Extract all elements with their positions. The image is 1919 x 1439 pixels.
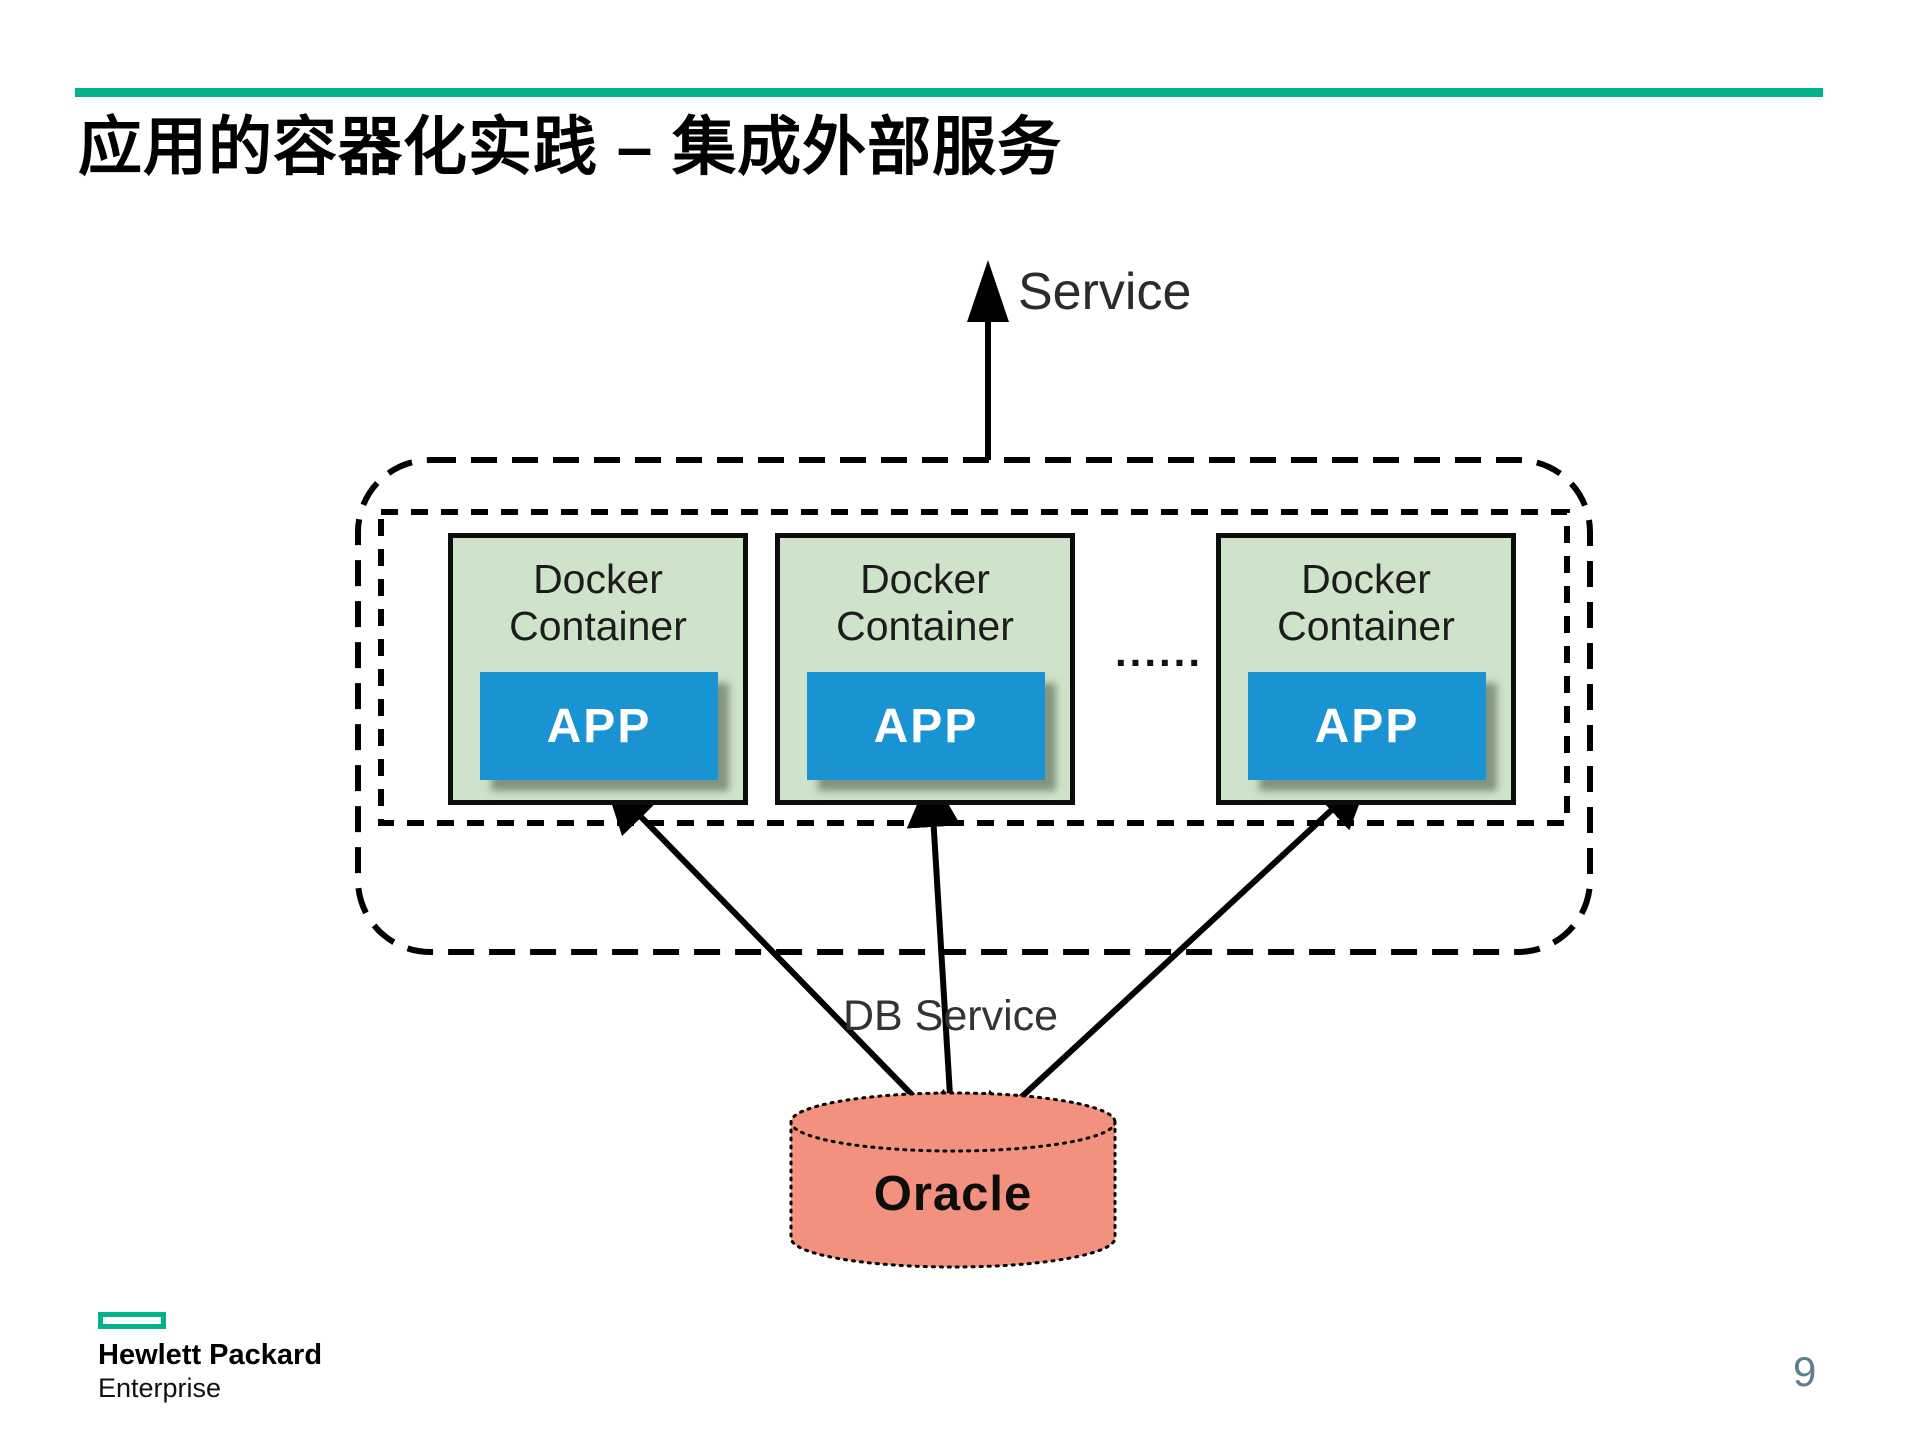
db-service-label: DB Service: [843, 992, 1059, 1040]
docker-container-label: Docker Container: [1277, 556, 1455, 650]
arrow-to-app-3: [968, 773, 1371, 1147]
page-title: 应用的容器化实践 – 集成外部服务: [78, 111, 1063, 183]
app-label: APP: [546, 699, 652, 753]
oracle-label: Oracle: [873, 1167, 1033, 1221]
hpe-logo: Hewlett Packard Enterprise: [98, 1312, 322, 1404]
app-box-1: APP: [480, 672, 718, 780]
app-box-3: APP: [1248, 672, 1486, 780]
docker-container-box-1: Docker Container APP: [448, 533, 748, 805]
docker-container-box-2: Docker Container APP: [775, 533, 1075, 805]
service-arrow-icon: [967, 260, 1009, 460]
page-number: 9: [1793, 1348, 1817, 1395]
arrow-to-app-1: [603, 778, 963, 1147]
hpe-logo-rectangle-icon: [98, 1312, 166, 1329]
docker-container-label: Docker Container: [836, 556, 1014, 650]
service-label: Service: [1018, 263, 1192, 321]
app-label: APP: [1314, 699, 1420, 753]
arrow-to-app-2: [906, 773, 978, 1154]
hpe-logo-name: Hewlett Packard: [98, 1339, 323, 1371]
accent-bar: [75, 88, 1823, 97]
db-arrows: [603, 773, 1371, 1154]
app-label: APP: [873, 699, 979, 753]
docker-container-box-3: Docker Container APP: [1216, 533, 1516, 805]
hpe-logo-enterprise: Enterprise: [98, 1373, 222, 1403]
app-box-2: APP: [807, 672, 1045, 780]
docker-container-label: Docker Container: [509, 556, 687, 650]
ellipsis-dots: ......: [1114, 628, 1203, 675]
